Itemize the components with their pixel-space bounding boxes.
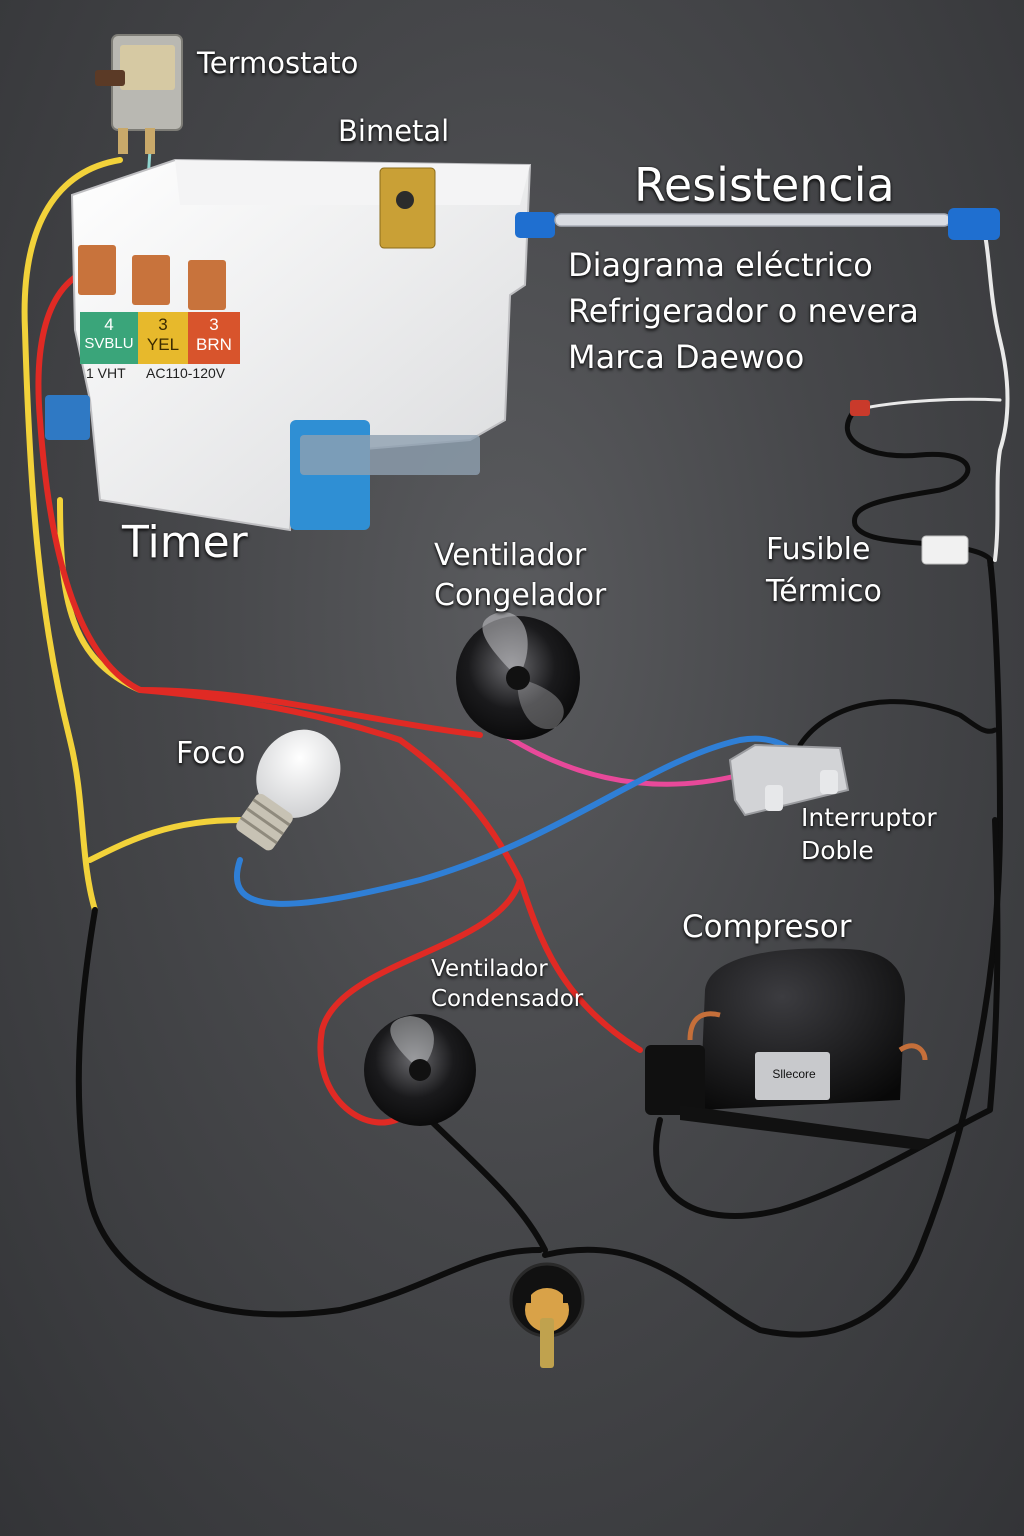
freezer-fan xyxy=(456,611,580,740)
thermostat xyxy=(95,34,183,154)
yellow-wire xyxy=(21,157,123,913)
subtitle-line-2: Refrigerador o nevera xyxy=(568,292,919,330)
plug xyxy=(509,1262,585,1368)
compressor-plate: Sllecore xyxy=(772,1067,816,1081)
white-wire-heater xyxy=(983,233,1010,562)
timer-terminal-num-3: 3 xyxy=(209,315,219,334)
timer-rating-2: AC110-120V xyxy=(146,365,226,381)
defrost-timer xyxy=(45,158,555,532)
timer-terminal-code-3: BRN xyxy=(196,335,232,354)
compressor xyxy=(645,948,935,1150)
label-interruptor-2: Doble xyxy=(801,836,874,865)
label-interruptor-1: Interruptor xyxy=(801,803,937,832)
label-ventilador-congelador-2: Congelador xyxy=(434,578,607,613)
black-wire-fan2 xyxy=(417,1107,548,1253)
light-bulb xyxy=(236,729,341,851)
black-wire-switch xyxy=(797,699,998,748)
thermal-fuse xyxy=(850,400,969,565)
subtitle-line-1: Diagrama eléctrico xyxy=(568,246,873,284)
double-switch xyxy=(728,743,850,817)
label-timer: Timer xyxy=(122,517,248,568)
red-wire-fan xyxy=(137,687,483,738)
label-bimetal: Bimetal xyxy=(338,114,450,148)
black-wire-main xyxy=(75,907,543,1318)
defrost-heater xyxy=(554,208,1000,240)
timer-terminal-num-2: 3 xyxy=(158,315,168,334)
white-wire-fuse xyxy=(853,397,1002,412)
title: Resistencia xyxy=(634,158,895,212)
yellow-wire-bulb xyxy=(87,817,243,863)
timer-terminal-code-2: YEL xyxy=(146,335,180,354)
label-ventilador-condensador-1: Ventilador xyxy=(431,956,548,982)
blue-wire xyxy=(234,735,803,907)
label-fusible-1: Fusible xyxy=(766,532,871,567)
condenser-fan xyxy=(364,1014,476,1126)
pink-wire xyxy=(502,732,743,787)
label-ventilador-congelador-1: Ventilador xyxy=(434,538,587,573)
label-foco: Foco xyxy=(176,736,246,771)
black-wire-right xyxy=(542,557,1003,1338)
red-wire-condenser xyxy=(317,877,523,1126)
timer-terminal-num-1: 4 xyxy=(104,315,114,334)
red-wire xyxy=(35,267,643,1053)
label-ventilador-condensador-2: Condensador xyxy=(431,986,584,1012)
black-wire-compressor xyxy=(653,817,1001,1219)
timer-terminal-code-1: SVBLU xyxy=(84,335,134,352)
label-compresor: Compresor xyxy=(682,909,852,945)
label-fusible-2: Térmico xyxy=(766,574,882,609)
label-termostato: Termostato xyxy=(197,46,359,80)
subtitle-line-3: Marca Daewoo xyxy=(568,338,805,376)
timer-rating-1: 1 VHT xyxy=(86,365,126,381)
